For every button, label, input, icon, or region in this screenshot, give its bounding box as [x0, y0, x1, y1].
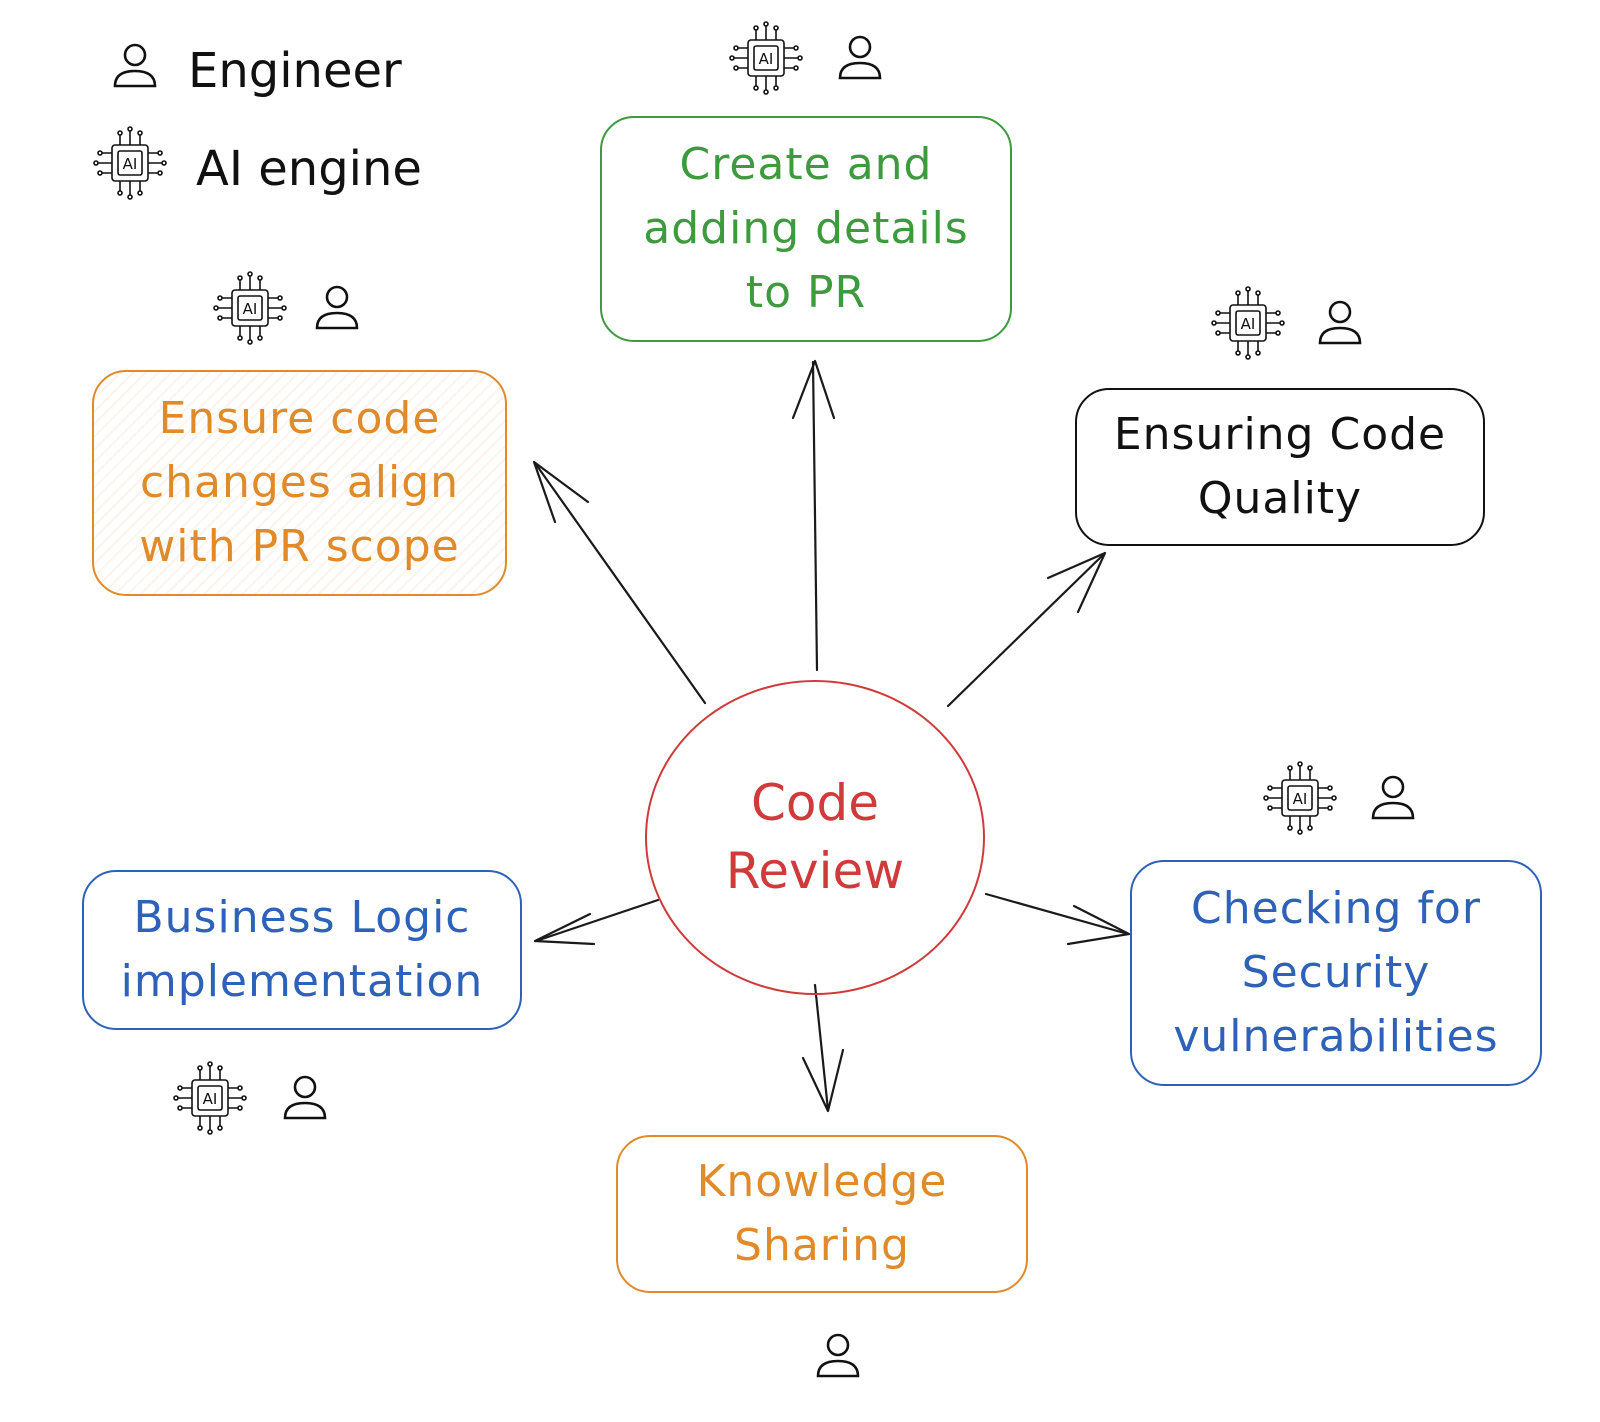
- svg-text:AI: AI: [1241, 315, 1256, 333]
- person-icon: [1315, 297, 1365, 351]
- ai-chip-icon: AI: [1262, 760, 1338, 840]
- center-code-review: Code Review: [645, 680, 985, 995]
- ai-chip-icon: AI: [1210, 285, 1286, 365]
- node-business-logic: Business Logic implementation: [82, 870, 522, 1030]
- node-knowledge-label: Knowledge Sharing: [696, 1156, 948, 1271]
- arrow-to-create-pr: [791, 359, 836, 672]
- legend-ai-label: AI engine: [196, 141, 422, 197]
- person-icon: [312, 282, 362, 336]
- legend-engineer-label: Engineer: [188, 43, 402, 99]
- ai-chip-icon: AI: [172, 1060, 248, 1140]
- arrow-to-code-quality: [946, 551, 1107, 708]
- legend-engineer: Engineer: [110, 40, 402, 102]
- node-security: Checking for Security vulnerabilities: [1130, 860, 1542, 1086]
- person-icon: [835, 32, 885, 86]
- node-ensure-scope-label: Ensure code changes align with PR scope: [139, 393, 460, 572]
- arrow-to-security: [984, 892, 1131, 946]
- svg-text:AI: AI: [123, 155, 138, 173]
- arrow-to-ensure-scope: [532, 460, 707, 705]
- node-code-quality-label: Ensuring Code Quality: [1113, 409, 1447, 524]
- person-icon: [813, 1330, 863, 1384]
- ai-chip-icon: AI: [728, 20, 804, 100]
- node-create-pr-label: Create and adding details to PR: [643, 139, 969, 318]
- svg-text:AI: AI: [203, 1090, 218, 1108]
- svg-text:AI: AI: [243, 300, 258, 318]
- node-business-logic-label: Business Logic implementation: [120, 892, 484, 1007]
- arrow-to-business-logic: [533, 898, 660, 946]
- svg-text:AI: AI: [759, 50, 774, 68]
- ai-chip-icon: AI: [212, 270, 288, 350]
- node-security-label: Checking for Security vulnerabilities: [1173, 883, 1499, 1062]
- person-icon: [110, 40, 160, 102]
- node-ensure-scope: Ensure code changes align with PR scope: [92, 370, 507, 596]
- node-knowledge: Knowledge Sharing: [616, 1135, 1028, 1293]
- arrow-to-knowledge: [801, 983, 845, 1113]
- node-create-pr: Create and adding details to PR: [600, 116, 1012, 342]
- svg-text:AI: AI: [1293, 790, 1308, 808]
- person-icon: [280, 1072, 330, 1126]
- ai-chip-icon: AI: [92, 125, 168, 213]
- node-code-quality: Ensuring Code Quality: [1075, 388, 1485, 546]
- legend-ai: AI AI engine: [92, 125, 422, 213]
- person-icon: [1368, 772, 1418, 826]
